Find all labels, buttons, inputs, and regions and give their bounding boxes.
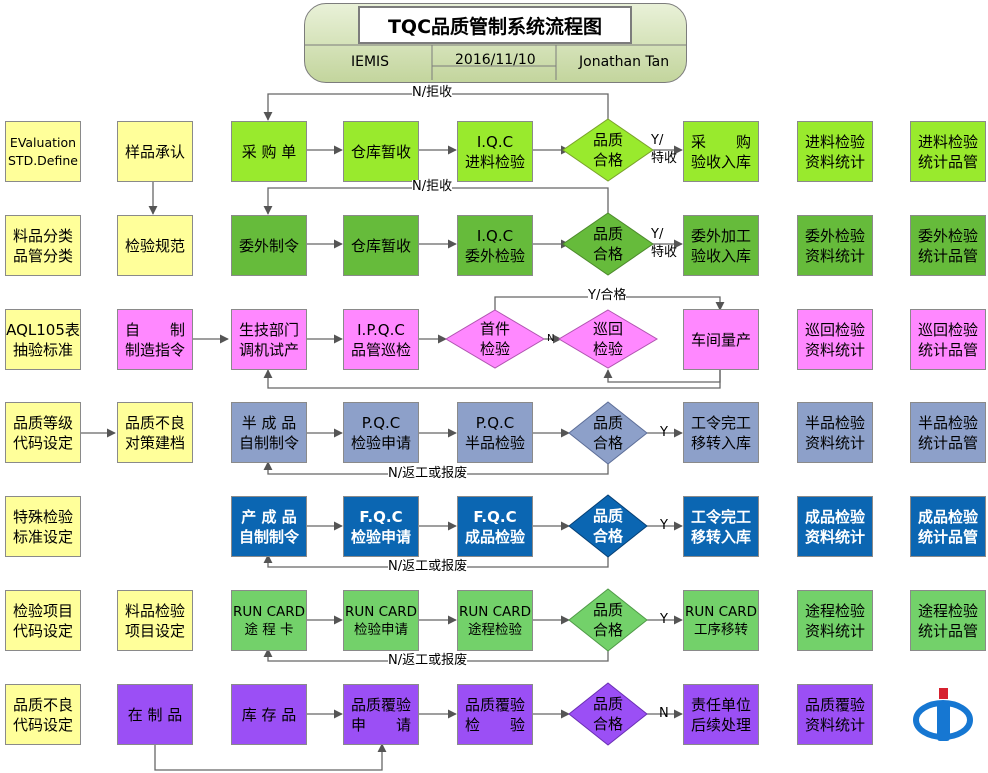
r6-b2: RUN CARD 检验申请: [343, 590, 419, 651]
r1-b4: 采 购 验收入库: [683, 121, 759, 182]
r7-n-label: N: [659, 706, 669, 721]
r6-decision-text: 品质 合格: [592, 601, 623, 639]
r4-decision-text: 品质 合格: [592, 414, 623, 452]
r6-b6: 途程检验 统计品管: [910, 590, 986, 651]
r1-b5: 进料检验 资料统计: [797, 121, 873, 182]
date-label: 2016/11/10: [455, 52, 536, 68]
arrow-r3-loop-to-decision: [603, 368, 721, 383]
company-logo: [913, 688, 973, 741]
decision-diamond-r7: [568, 682, 648, 746]
r6-b4: RUN CARD 工序移转: [683, 590, 759, 651]
r4-b2: P.Q.C 检验申请: [343, 402, 419, 463]
decision-diamond-r5: [568, 494, 648, 558]
decision-diamond-r6: [568, 588, 648, 652]
r2-b3: I.Q.C 委外检验: [457, 215, 533, 276]
r3-b1: 生技部门 调机试产: [231, 309, 307, 370]
r3-b4: 车间量产: [683, 309, 759, 370]
r3-n-label: N: [547, 333, 555, 344]
r1-pass-label: Y/ 特收: [651, 133, 678, 166]
r5-b4: 工令完工 移转入库: [683, 496, 759, 557]
r3-left1: AQL105表 抽验标准: [5, 309, 81, 370]
org-label: IEMIS: [351, 54, 390, 70]
first-article-diamond-r3: [445, 309, 545, 369]
r1-b6: 进料检验 统计品管: [910, 121, 986, 182]
r5-left1: 特殊检验 标准设定: [5, 496, 81, 557]
decision-diamond-r2: [562, 212, 654, 276]
r6-left2: 料品检验 项目设定: [117, 590, 193, 651]
r4-b1: 半 成 品 自制制令: [231, 402, 307, 463]
r5-pass-label: Y: [660, 518, 668, 533]
r3-first-article-text: 首件 检验: [479, 320, 510, 358]
r7-decision-text: 品质 合格: [592, 695, 623, 733]
r2-decision-text: 品质 合格: [592, 225, 623, 263]
r2-left1: 料品分类 品管分类: [5, 215, 81, 276]
r3-b5: 巡回检验 资料统计: [797, 309, 873, 370]
r4-b5: 半品检验 资料统计: [797, 402, 873, 463]
r2-b1: 委外制令: [231, 215, 307, 276]
r2-left2: 检验规范: [117, 215, 193, 276]
r1-left2: 样品承认: [117, 121, 193, 182]
r7-b1: 在 制 品: [117, 684, 193, 745]
r1-left1: EValuation STD.Define: [5, 121, 81, 182]
r5-b1: 产 成 品 自制制令: [231, 496, 307, 557]
r7-left1: 品质不良 代码设定: [5, 684, 81, 745]
r4-pass-label: Y: [660, 425, 668, 440]
r2-pass-label: Y/ 特收: [651, 227, 678, 260]
r4-b4: 工令完工 移转入库: [683, 402, 759, 463]
r2-b2: 仓库暂收: [343, 215, 419, 276]
r4-b3: P.Q.C 半品检验: [457, 402, 533, 463]
r1-iqc: I.Q.C 进料检验: [457, 121, 533, 182]
r4-b6: 半品检验 统计品管: [910, 402, 986, 463]
r6-b3: RUN CARD 途程检验: [457, 590, 533, 651]
r4-left1: 品质等级 代码设定: [5, 402, 81, 463]
arrow-r7-b1-b3: [154, 743, 387, 771]
r7-b4: 责任单位 后续处理: [683, 684, 759, 745]
r3-b2: I.P.Q.C 品管巡检: [343, 309, 419, 370]
r2-b4: 委外加工 验收入库: [683, 215, 759, 276]
r1-purchase-order: 采 购 单: [231, 121, 307, 182]
decision-diamond-r1: [562, 118, 654, 182]
arrow-r3-loop-to-b1: [263, 368, 721, 389]
r1-decision-text: 品质 合格: [592, 131, 623, 169]
r4-rework-label: N/返工或报废: [388, 466, 468, 481]
r3-pass-label: Y/合格: [588, 288, 627, 303]
r5-b5: 成品检验 资料统计: [797, 496, 873, 557]
decision-diamond-r4: [568, 401, 648, 465]
decision-diamond-r3: [558, 309, 658, 369]
r7-b3: 品质覆验 申 请: [343, 684, 419, 745]
r4-left2: 品质不良 对策建档: [117, 402, 193, 463]
r2-b6: 委外检验 统计品管: [910, 215, 986, 276]
r6-b1: RUN CARD 途 程 卡: [231, 590, 307, 651]
r7-b5: 品质覆验 资料统计: [797, 684, 873, 745]
r2-reject-label: N/拒收: [412, 179, 453, 194]
r6-left1: 检验项目 代码设定: [5, 590, 81, 651]
r5-decision-text: 品质 合格: [592, 507, 623, 545]
r6-b5: 途程检验 资料统计: [797, 590, 873, 651]
r3-decision-text: 巡回 检验: [592, 320, 623, 358]
r1-reject-label: N/拒收: [412, 85, 453, 100]
diagram-title: TQC品质管制系统流程图: [358, 6, 632, 44]
r7-b3b: 品质覆验 检 验: [457, 684, 533, 745]
r7-b2: 库 存 品: [231, 684, 307, 745]
r6-pass-label: Y: [660, 612, 668, 627]
r2-b5: 委外检验 资料统计: [797, 215, 873, 276]
r1-warehouse-receive: 仓库暂收: [343, 121, 419, 182]
r5-b3: F.Q.C 成品检验: [457, 496, 533, 557]
r3-b6: 巡回检验 统计品管: [910, 309, 986, 370]
author-label: Jonathan Tan: [579, 54, 670, 70]
r5-b2: F.Q.C 检验申请: [343, 496, 419, 557]
r3-left2: 自 制 制造指令: [117, 309, 193, 370]
r5-b6: 成品检验 统计品管: [910, 496, 986, 557]
r6-rework-label: N/返工或报废: [388, 653, 468, 668]
r5-rework-label: N/返工或报废: [388, 559, 468, 574]
